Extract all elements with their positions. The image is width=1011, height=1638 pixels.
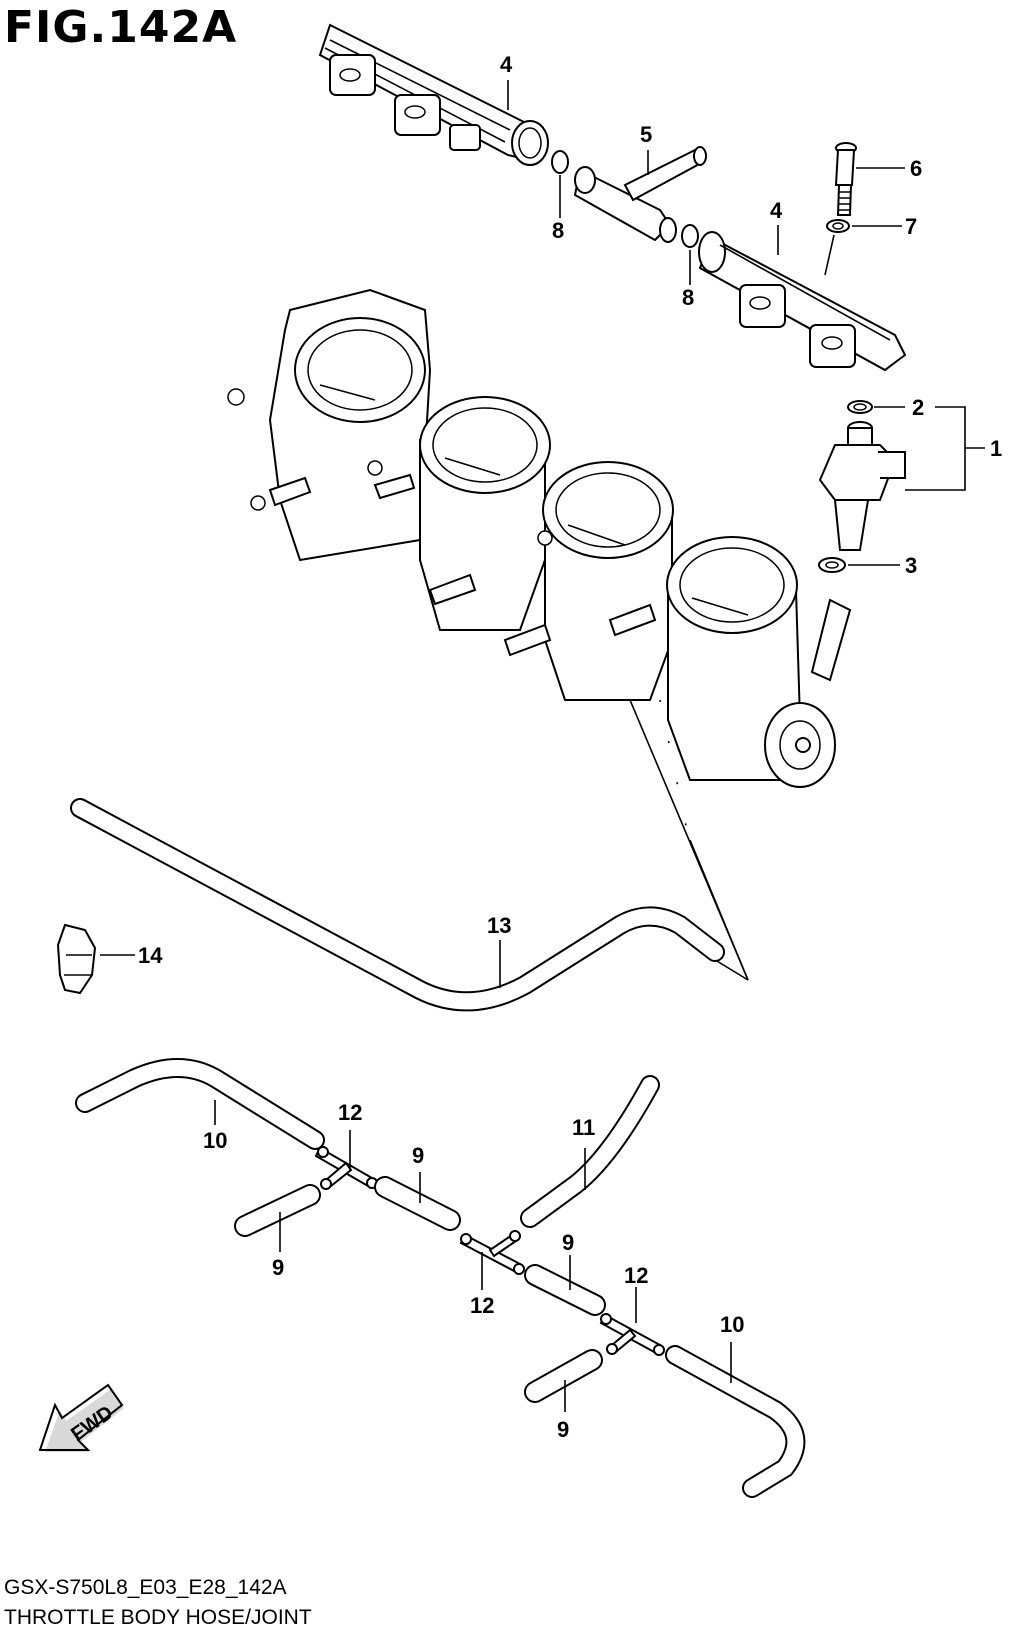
three-way-joint-12-right [599,1313,665,1356]
callout-9-right: 9 [562,1230,574,1255]
callout-10-upper: 10 [203,1128,227,1153]
clamp-14 [56,923,97,995]
callout-10-lower: 10 [720,1312,744,1337]
callout-12-right: 12 [624,1263,648,1288]
callout-12-center: 12 [470,1293,494,1318]
callout-12-left: 12 [338,1100,362,1125]
callout-11: 11 [572,1115,595,1140]
callout-7: 7 [905,214,917,239]
callout-9-center: 9 [412,1143,424,1168]
callout-9-bottom: 9 [557,1417,569,1442]
o-ring-8-right [681,224,699,248]
three-way-joint-12-left [314,1146,378,1190]
o-ring-8-left [551,150,569,174]
fuel-joint-5 [573,146,707,243]
fwd-direction-arrow: FWD [38,1383,124,1452]
fuel-delivery-pipe-left [318,23,549,166]
callout-13: 13 [487,913,511,938]
callout-1: 1 [990,436,1002,461]
callout-9-left: 9 [272,1255,284,1280]
figure-caption: THROTTLE BODY HOSE/JOINT [4,1606,312,1629]
fuel-injector [818,421,906,551]
throttle-body-assembly [227,288,852,788]
callout-14: 14 [138,943,163,968]
callout-8-left: 8 [552,218,564,243]
callout-2: 2 [912,395,924,420]
figure-title: FIG.142A [4,2,238,53]
three-way-joint-12-center [459,1230,525,1275]
fuel-delivery-pipe-right [698,231,907,372]
model-code: GSX-S750L8_E03_E28_142A [4,1576,287,1599]
callout-3: 3 [905,553,917,578]
callout-6: 6 [910,156,922,181]
callout-4-right: 4 [770,198,783,223]
callout-5: 5 [640,122,652,147]
callout-4-left: 4 [500,52,513,77]
bolt-6 [834,142,857,216]
callout-8-right: 8 [682,285,694,310]
